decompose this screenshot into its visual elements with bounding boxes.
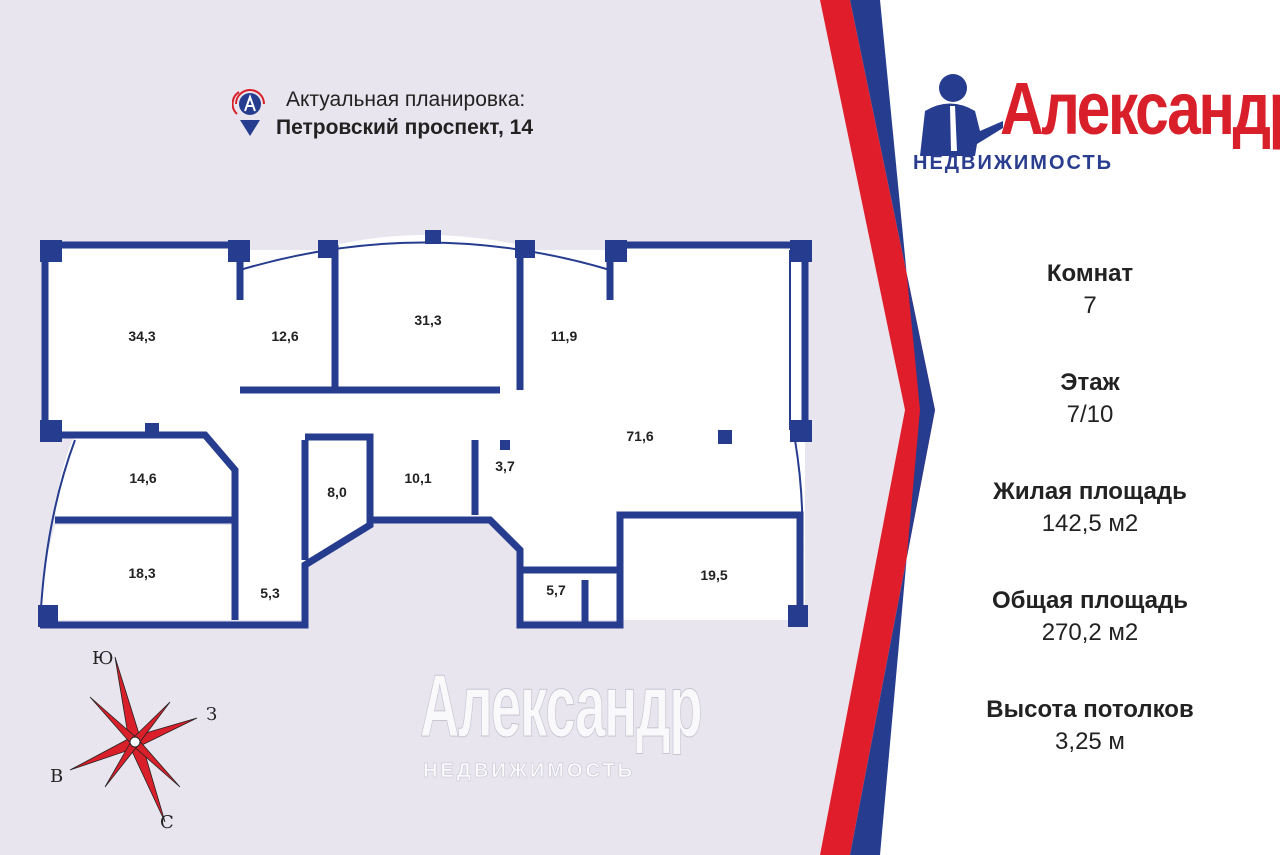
- stat-value-ceiling: 3,25 м: [1055, 728, 1125, 755]
- room-area: 12,6: [271, 328, 299, 344]
- room-area: 34,3: [128, 328, 156, 344]
- right-panel: [820, 0, 1280, 855]
- blue-stripe: [850, 0, 935, 855]
- stat-value-living-area: 142,5 м2: [1041, 510, 1139, 537]
- stat-value-rooms: 7: [1083, 292, 1097, 319]
- watermark-subtitle: НЕДВИЖИМОСТЬ: [423, 760, 636, 783]
- stat-value-total-area: 270,2 м2: [1041, 619, 1139, 646]
- room-area: 71,6: [626, 428, 654, 444]
- room-area: 5,7: [546, 582, 566, 598]
- stat-value-floor: 7/10: [1066, 401, 1114, 428]
- logo-title: Александр: [1000, 67, 1280, 150]
- stat-label-floor: Этаж: [1060, 369, 1120, 396]
- stat-label-rooms: Комнат: [1046, 260, 1134, 287]
- room-area: 3,7: [495, 458, 515, 474]
- header-label: Актуальная планировка:: [286, 88, 526, 111]
- room-area: 14,6: [129, 470, 157, 486]
- compass-south: Ю: [92, 648, 114, 669]
- compass-rose-icon: [69, 656, 198, 823]
- room-area: 18,3: [128, 565, 156, 581]
- floor-plan: [38, 230, 812, 629]
- room-area: 31,3: [414, 312, 442, 328]
- property-stats: Комнат 7 Этаж 7/10 Жилая площадь 142,5 м…: [960, 260, 1220, 805]
- header-address: Петровский проспект, 14: [276, 116, 534, 139]
- room-area: 8,0: [327, 484, 347, 500]
- compass-east: В: [50, 766, 64, 787]
- compass-north: С: [160, 812, 174, 833]
- man-figure-icon: [920, 74, 1003, 156]
- room-area: 10,1: [404, 470, 432, 486]
- stat-label-living-area: Жилая площадь: [993, 478, 1187, 505]
- stat-label-ceiling: Высота потолков: [986, 696, 1194, 723]
- logo-subtitle: НЕДВИЖИМОСТЬ: [913, 152, 1114, 174]
- room-area: 19,5: [700, 567, 728, 583]
- room-area: 5,3: [260, 585, 280, 601]
- compass-west: З: [206, 704, 218, 725]
- red-stripe: [820, 0, 935, 855]
- location-pin-icon: [232, 89, 265, 136]
- watermark: Александр: [420, 656, 703, 756]
- room-area: 11,9: [550, 328, 578, 344]
- stat-label-total-area: Общая площадь: [991, 587, 1189, 614]
- company-logo: Александр НЕДВИЖИМОСТЬ: [905, 66, 1280, 176]
